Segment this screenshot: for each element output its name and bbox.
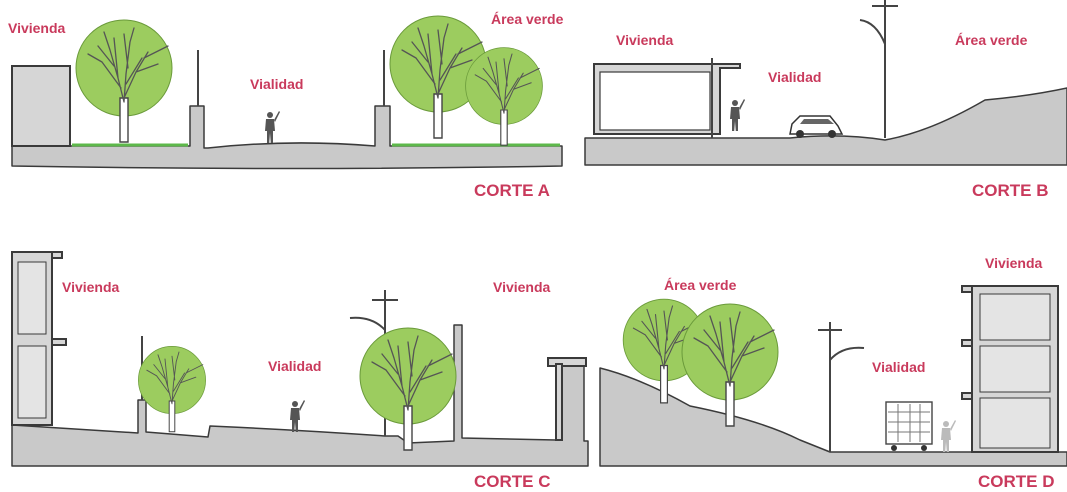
streetlight-icon: [859, 0, 898, 138]
label-area-verde: Área verde: [664, 277, 737, 293]
tree-icon: [465, 47, 543, 146]
title-corte-c: CORTE C: [474, 472, 551, 491]
person-icon: [941, 420, 956, 452]
tree-icon: [137, 345, 207, 433]
streetlight-icon: [818, 322, 865, 452]
truck-icon: [885, 401, 933, 451]
label-vivienda: Vivienda: [493, 279, 551, 295]
label-vialidad: Vialidad: [268, 358, 321, 374]
ground-section: [11, 105, 563, 170]
panel-corte-a: Vivienda Vialidad Área verde CORTE A: [8, 11, 564, 200]
label-vialidad: Vialidad: [250, 76, 303, 92]
house-block: [961, 285, 1059, 453]
title-corte-d: CORTE D: [978, 472, 1055, 491]
person-icon: [265, 111, 280, 143]
house-block: [11, 65, 71, 147]
person-icon: [290, 400, 305, 432]
car-icon: [789, 115, 844, 138]
label-vivienda: Vivienda: [985, 255, 1043, 271]
panel-corte-d: Área verde Vialidad Vivienda CORTE D: [599, 255, 1067, 491]
house-block: [547, 357, 587, 441]
ground-section: [584, 87, 1067, 166]
house-block: [11, 251, 67, 426]
label-vialidad: Vialidad: [872, 359, 925, 375]
title-corte-a: CORTE A: [474, 181, 550, 200]
title-corte-b: CORTE B: [972, 181, 1049, 200]
person-icon: [730, 99, 745, 131]
label-vivienda: Vivienda: [62, 279, 120, 295]
label-area-verde: Área verde: [955, 32, 1028, 48]
tree-icon: [359, 327, 457, 451]
panel-corte-c: Vivienda Vialidad Vivienda CORTE C: [11, 251, 589, 491]
label-vivienda: Vivienda: [8, 20, 66, 36]
tree-icon: [75, 19, 173, 143]
panel-corte-b: Vivienda Vialidad Área verde CORTE B: [584, 0, 1067, 200]
label-vialidad: Vialidad: [768, 69, 821, 85]
label-vivienda: Vivienda: [616, 32, 674, 48]
ground-section: [11, 324, 589, 467]
label-area-verde: Área verde: [491, 11, 564, 27]
house-interior: [599, 71, 711, 131]
ground-section: [599, 367, 1067, 467]
